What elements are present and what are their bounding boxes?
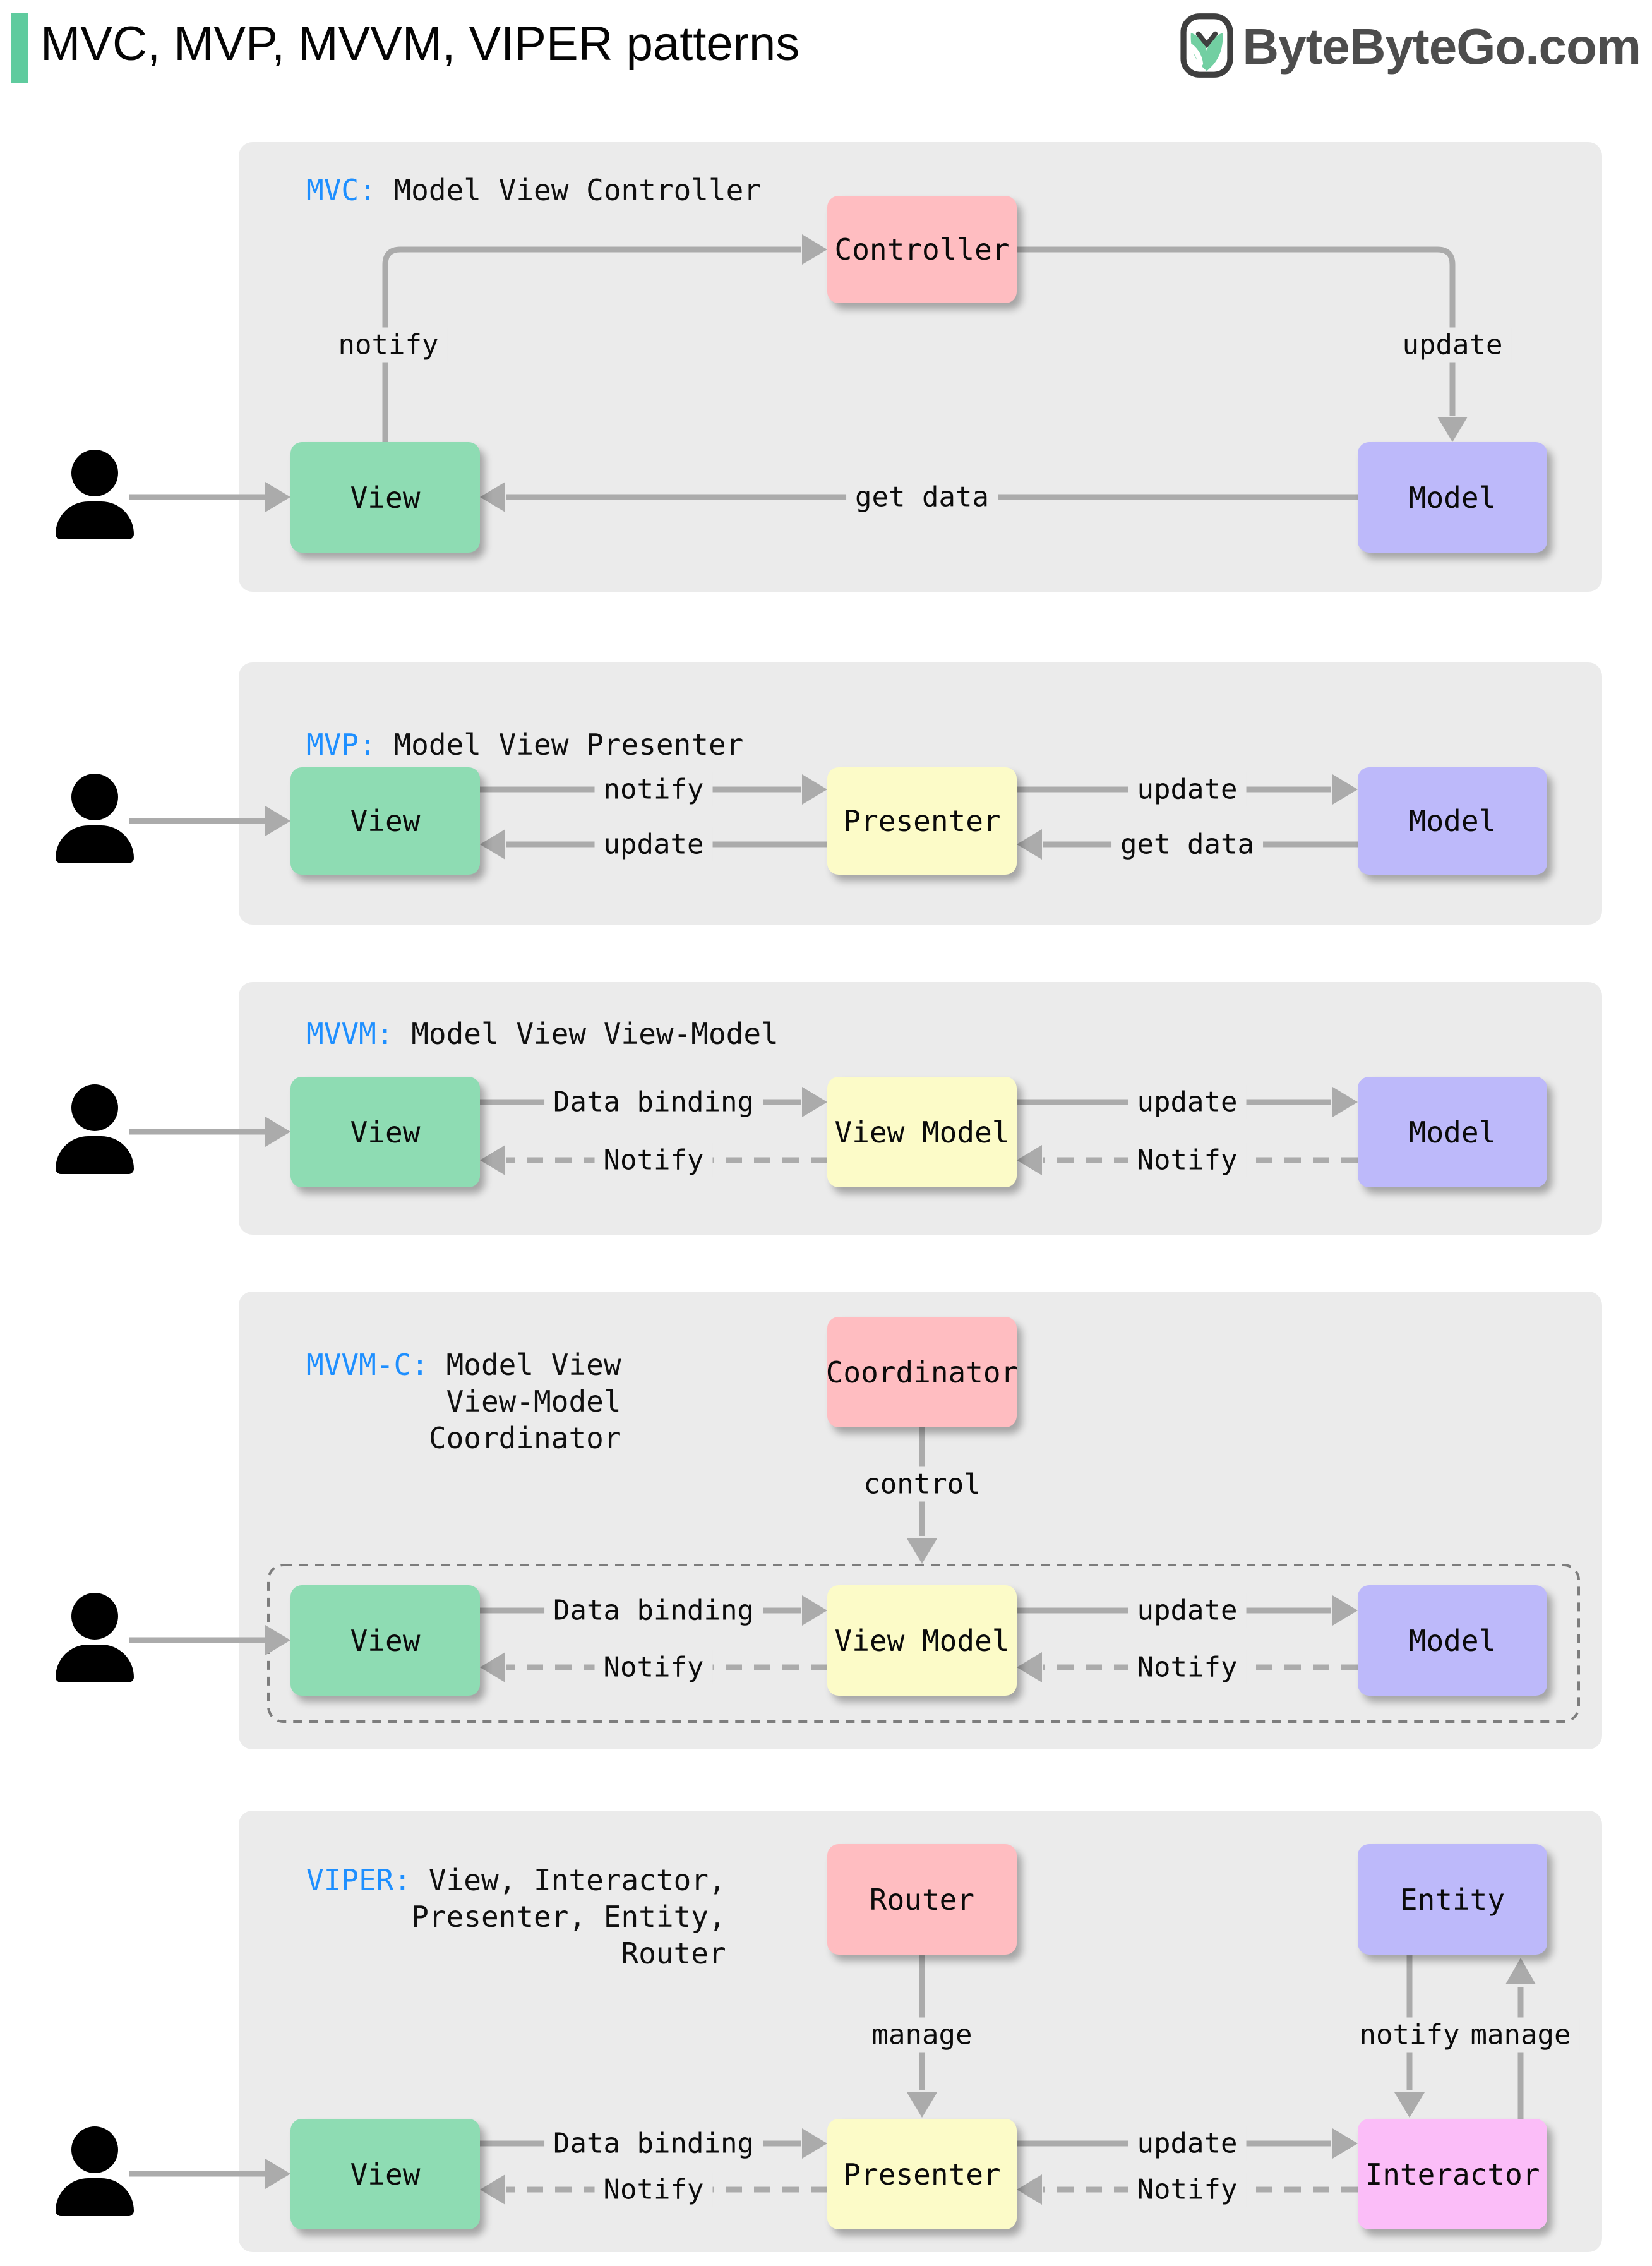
mvvmc-tag: MVVM-C: xyxy=(306,1348,429,1382)
mvc-update-label: update xyxy=(1393,327,1512,363)
mvp-title: MVP: Model View Presenter xyxy=(306,726,743,763)
mvc-view-box: View xyxy=(290,442,480,553)
mvc-tag: MVC: xyxy=(306,173,376,207)
mvp-update-view-label: update xyxy=(594,827,713,862)
mvvm-viewmodel-box: View Model xyxy=(827,1077,1017,1187)
mvvm-notify-vm-label: Notify xyxy=(1128,1142,1247,1178)
mvvmc-viewmodel-box: View Model xyxy=(827,1585,1017,1696)
user-icon xyxy=(56,2126,134,2216)
mvvmc-databinding-label: Data binding xyxy=(544,1593,763,1628)
bytebytego-logo-icon xyxy=(1180,9,1233,85)
mvvmc-notify-vm-label: Notify xyxy=(1128,1650,1247,1685)
mvc-controller-box: Controller xyxy=(827,196,1017,303)
viper-title-line3: Router xyxy=(621,1936,726,1970)
mvvmc-view-box: View xyxy=(290,1585,480,1696)
mvvmc-model-box: Model xyxy=(1358,1585,1547,1696)
viper-databinding-label: Data binding xyxy=(544,2126,763,2161)
viper-interactor-box: Interactor xyxy=(1358,2119,1547,2229)
mvc-update-arrow xyxy=(1017,246,1456,416)
mvp-notify-label: notify xyxy=(594,772,713,807)
mvvm-notify-view-label: Notify xyxy=(594,1142,713,1178)
brand-text: ByteByteGo.com xyxy=(1242,18,1641,75)
mvvm-title-text: Model View View-Model xyxy=(411,1017,779,1051)
mvvm-view-box: View xyxy=(290,1077,480,1187)
mvc-title-text: Model View Controller xyxy=(393,173,762,207)
mvvmc-title-line1: Model View xyxy=(446,1348,621,1382)
mvvmc-scope-border xyxy=(267,1564,1580,1723)
viper-title-line1: View, Interactor, xyxy=(428,1863,726,1897)
viper-update-label: update xyxy=(1128,2126,1247,2161)
mvvmc-coordinator-box: Coordinator xyxy=(826,1317,1018,1427)
mvc-notify-arrow xyxy=(382,246,801,442)
mvvm-title: MVVM: Model View View-Model xyxy=(306,1016,779,1052)
brand-logo: ByteByteGo.com xyxy=(1180,9,1641,85)
title-accent-bar xyxy=(11,13,28,83)
mvvmc-title: MVVM-C: Model View View-Model Coordinato… xyxy=(306,1346,621,1456)
mvc-notify-label: notify xyxy=(329,327,448,363)
user-icon xyxy=(56,1593,134,1682)
mvp-update-model-label: update xyxy=(1128,772,1247,807)
viper-notify-view-label: Notify xyxy=(594,2172,713,2207)
mvc-getdata-label: get data xyxy=(846,479,998,515)
mvp-getdata-label: get data xyxy=(1111,827,1263,862)
viper-manage-entity-label: manage xyxy=(1461,2017,1580,2053)
mvp-title-text: Model View Presenter xyxy=(393,728,744,762)
viper-manage-router-label: manage xyxy=(863,2017,981,2053)
user-icon xyxy=(56,1084,134,1174)
mvc-model-box: Model xyxy=(1358,442,1547,553)
mvvm-update-label: update xyxy=(1128,1084,1247,1120)
viper-title-line2: Presenter, Entity, xyxy=(411,1900,726,1934)
mvp-model-box: Model xyxy=(1358,767,1547,875)
mvc-title: MVC: Model View Controller xyxy=(306,172,761,208)
user-icon xyxy=(56,774,134,863)
viper-notify-presenter-label: Notify xyxy=(1128,2172,1247,2207)
mvp-presenter-box: Presenter xyxy=(827,767,1017,875)
mvvm-databinding-label: Data binding xyxy=(544,1084,763,1120)
viper-router-box: Router xyxy=(827,1844,1017,1955)
viper-presenter-box: Presenter xyxy=(827,2119,1017,2229)
mvvmc-notify-view-label: Notify xyxy=(594,1650,713,1685)
user-icon xyxy=(56,450,134,539)
mvvmc-update-label: update xyxy=(1128,1593,1247,1628)
viper-title: VIPER: View, Interactor, Presenter, Enti… xyxy=(306,1862,726,1972)
mvp-tag: MVP: xyxy=(306,728,376,762)
viper-tag: VIPER: xyxy=(306,1863,412,1897)
mvvmc-title-line2: View-Model xyxy=(446,1384,621,1418)
mvvm-model-box: Model xyxy=(1358,1077,1547,1187)
mvp-view-box: View xyxy=(290,767,480,875)
page-title: MVC, MVP, MVVM, VIPER patterns xyxy=(40,17,800,71)
mvvmc-control-label: control xyxy=(854,1466,990,1502)
mvvmc-title-line3: Coordinator xyxy=(428,1421,621,1455)
viper-view-box: View xyxy=(290,2119,480,2229)
viper-entity-box: Entity xyxy=(1358,1844,1547,1955)
viper-notify-entity-label: notify xyxy=(1350,2017,1469,2053)
mvvm-tag: MVVM: xyxy=(306,1017,394,1051)
